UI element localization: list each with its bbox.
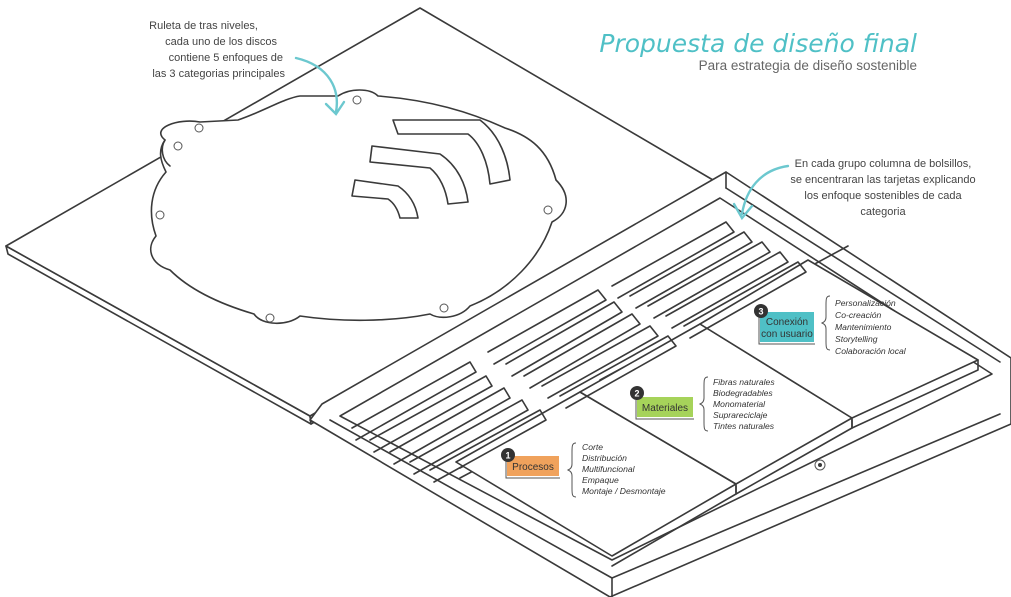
category-label: Procesos <box>512 462 554 473</box>
item-text: Suprareciclaje <box>713 410 768 420</box>
item-text: Mantenimiento <box>835 322 892 332</box>
roulette-note: Ruleta de tras niveles, cada uno de los … <box>149 20 346 116</box>
pockets-note-line: se encentraran las tarjetas explicando <box>790 174 975 186</box>
slot-arc-medium <box>369 145 469 205</box>
item-text: Montaje / Desmontaje <box>582 486 666 496</box>
arrow-icon <box>740 164 790 216</box>
category-label: con usuario <box>761 329 813 340</box>
bolt-icon <box>439 303 449 313</box>
bolt-icon <box>543 205 553 215</box>
brace-icon <box>820 295 831 351</box>
box-base <box>309 171 1011 597</box>
number-badge <box>754 304 768 318</box>
arrowhead-icon <box>324 100 346 116</box>
item-text: Personalización <box>835 298 896 308</box>
category-tag <box>760 312 814 342</box>
bolt-icon <box>155 210 165 220</box>
bolt-icon <box>173 141 183 151</box>
arrowhead-icon <box>732 202 754 221</box>
rim-line <box>725 187 1001 363</box>
category-tag <box>637 397 693 417</box>
item-text: Storytelling <box>835 334 878 344</box>
item-text: Tintes naturales <box>713 421 775 431</box>
item-text: Empaque <box>582 475 619 485</box>
category-tag <box>507 456 559 476</box>
item-text: Distribución <box>582 453 627 463</box>
category-procesos: 1 Procesos Corte Distribución Multifunci… <box>501 442 666 498</box>
bolt-icon <box>265 313 275 323</box>
pockets-column-2 <box>487 289 677 409</box>
bolt-icon <box>352 95 362 105</box>
pockets-note: En cada grupo columna de bolsillos, se e… <box>732 158 976 221</box>
latch-icon <box>814 459 826 471</box>
bolt-icon <box>194 123 204 133</box>
slot-arc-large <box>392 119 511 185</box>
item-text: Biodegradables <box>713 388 773 398</box>
pockets-column-3 <box>611 221 807 339</box>
tag-shadow <box>758 313 815 345</box>
number-badge <box>501 448 515 462</box>
roulette-disc <box>149 89 567 325</box>
pockets-note-line: los enfoque sostenibles de cada <box>804 190 962 202</box>
disc-outline <box>149 89 567 325</box>
item-text: Corte <box>582 442 603 452</box>
brace-icon <box>566 442 577 498</box>
tag-shadow <box>635 398 694 420</box>
roulette-note-line: cada uno de los discos <box>165 36 277 48</box>
number-badge <box>630 386 644 400</box>
roulette-note-line: Ruleta de tras niveles, <box>149 20 258 32</box>
category-label: Materiales <box>642 403 688 414</box>
pockets-note-line: En cada grupo columna de bolsillos, <box>795 158 972 170</box>
tag-shadow <box>505 457 560 479</box>
item-text: Co-creación <box>835 310 882 320</box>
item-text: Colaboración local <box>835 346 907 356</box>
number-badge-text: 3 <box>758 307 763 317</box>
category-label: Conexión <box>766 317 808 328</box>
roulette-note-line: las 3 categorias principales <box>152 68 285 80</box>
pockets-column-1 <box>351 361 547 483</box>
arrow-icon <box>294 56 338 114</box>
slot-arc-small <box>351 179 419 219</box>
item-text: Monomaterial <box>713 399 766 409</box>
item-text: Fibras naturales <box>713 377 775 387</box>
brace-icon <box>698 376 709 432</box>
divider-rail <box>851 359 979 429</box>
roulette-note-line: contiene 5 enfoques de <box>169 52 283 64</box>
number-badge-text: 2 <box>634 389 639 399</box>
pockets-note-line: categoria <box>860 206 906 218</box>
category-materiales: 2 Materiales Fibras naturales Biodegrada… <box>630 376 775 432</box>
page-subtitle: Para estrategia de diseño sostenible <box>699 58 917 73</box>
disc-tab <box>161 139 171 167</box>
page-title: Propuesta de diseño final <box>599 29 917 58</box>
number-badge-text: 1 <box>505 451 510 461</box>
inner-tray <box>339 197 993 561</box>
latch-dot <box>818 463 822 467</box>
category-conexion-con-usuario: 3 Conexión con usuario Personalización C… <box>754 295 907 356</box>
item-text: Multifuncional <box>582 464 636 474</box>
